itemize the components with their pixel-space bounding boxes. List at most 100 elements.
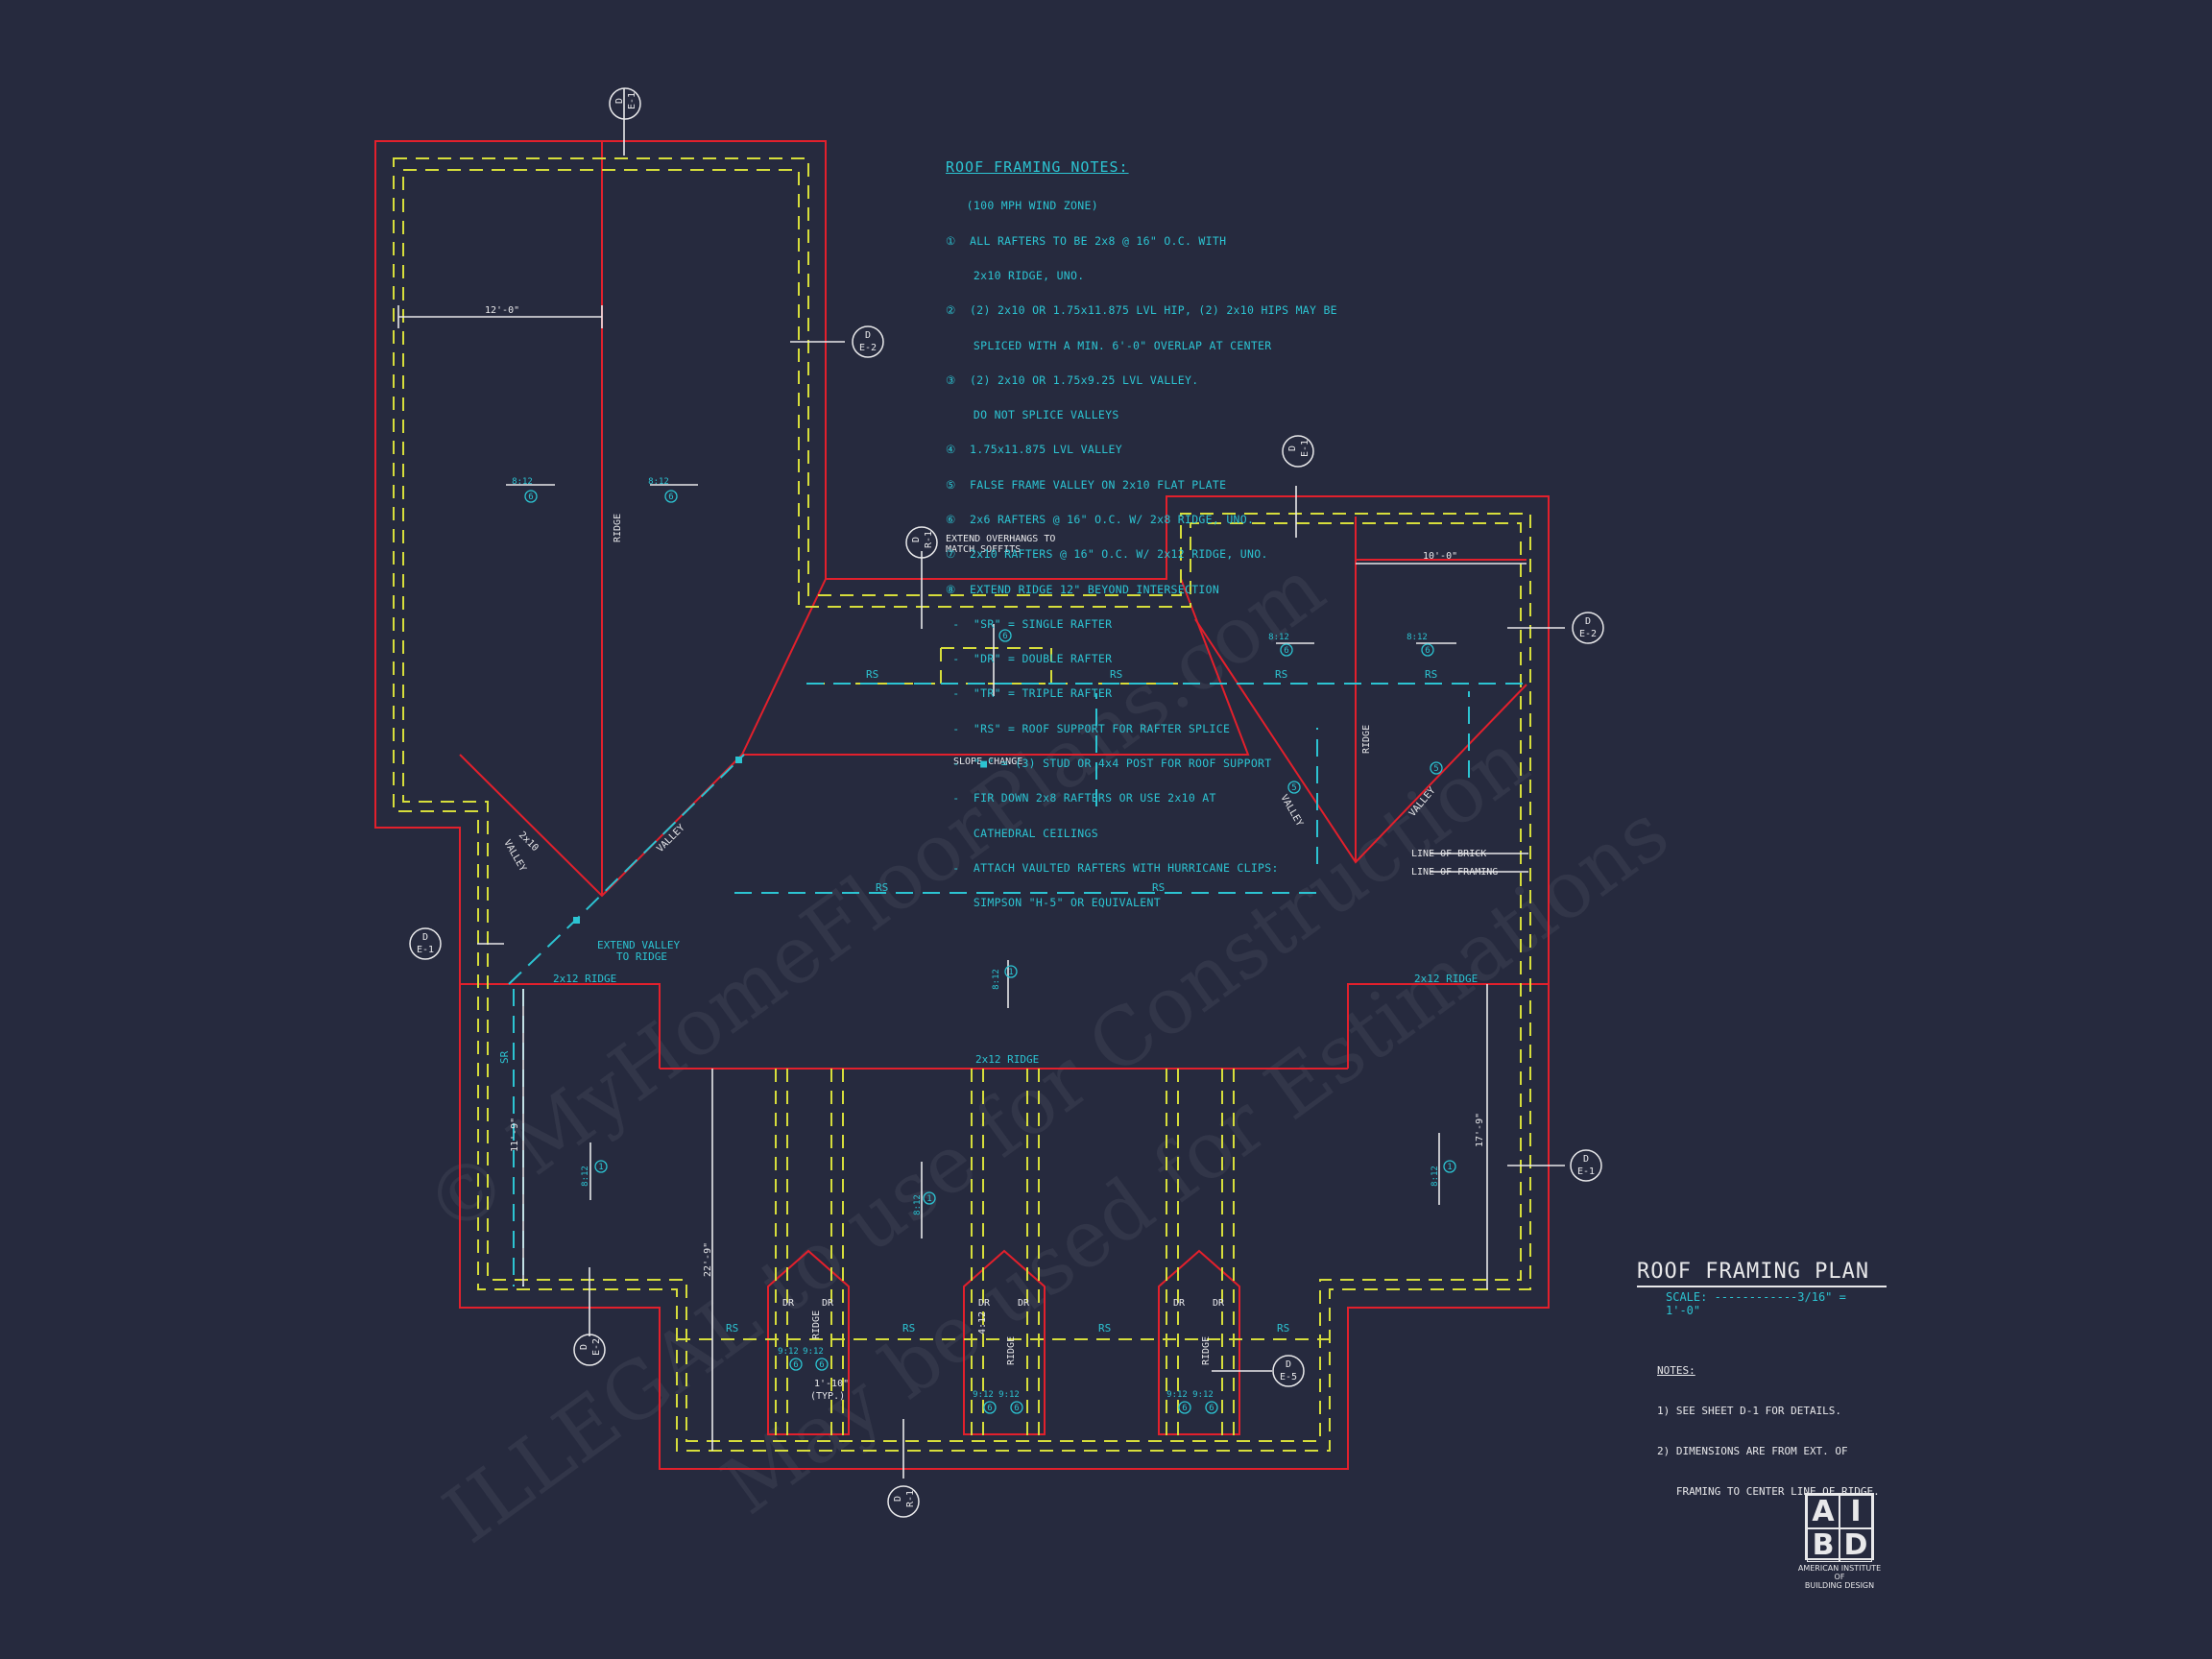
svg-text:D: D — [1585, 616, 1591, 627]
pitch-tag: 6 — [998, 629, 1012, 642]
svg-text:5: 5 — [1433, 764, 1438, 774]
svg-text:D: D — [579, 1344, 589, 1350]
dim-4-12-label: 4:12 — [977, 1311, 988, 1334]
dr-label: DR — [1213, 1298, 1225, 1309]
section-marks: D E-1 D E-2 D E-1 D R-1 D E-2 D E-1 — [409, 87, 1604, 1518]
rs-label: RS — [866, 668, 878, 681]
section-mark: D E-1 — [409, 927, 442, 960]
note-line: ⑤ FALSE FRAME VALLEY ON 2x10 FLAT PLATE — [946, 477, 1227, 492]
rs-label: RS — [902, 1322, 915, 1334]
svg-text:6: 6 — [1425, 646, 1430, 656]
pitch-tag: 8:12 6 — [512, 477, 538, 503]
svg-text:D: D — [911, 537, 922, 542]
ridge-2x12-right — [1347, 983, 1549, 1069]
ridge-2x12-left — [460, 983, 661, 1069]
note-line: ⑦ 2x10 RAFTERS @ 16" O.C. W/ 2x12 RIDGE,… — [946, 547, 1268, 562]
logo-caption-2: OF — [1834, 1573, 1845, 1581]
svg-text:9:12: 9:12 — [973, 1390, 994, 1400]
note-line: CATHEDRAL CEILINGS — [946, 826, 1098, 840]
logo-caption-3: BUILDING DESIGN — [1804, 1581, 1875, 1590]
dimension-lines — [397, 88, 1565, 1479]
logo-caption-1: AMERICAN INSTITUTE — [1797, 1564, 1882, 1573]
section-mark: D E-1 — [609, 87, 641, 120]
dim-10-0: 10'-0" — [1423, 551, 1457, 562]
typ-note: (TYP.) — [810, 1391, 845, 1402]
general-note-line: 1) SEE SHEET D-1 FOR DETAILS. — [1657, 1405, 1842, 1417]
section-mark: D E-2 — [573, 1334, 606, 1366]
dormer-3 — [1158, 1249, 1240, 1435]
general-notes-title: NOTES: — [1657, 1364, 1695, 1377]
note-line: ① ALL RAFTERS TO BE 2x8 @ 16" O.C. WITH — [946, 233, 1227, 248]
rs-label: RS — [1152, 881, 1165, 894]
pitch-tag: 9:12 6 — [803, 1347, 829, 1371]
svg-text:8:12: 8:12 — [1268, 633, 1289, 642]
note-line: - "■" = (3) STUD OR 4x4 POST FOR ROOF SU… — [946, 756, 1272, 770]
slope-change-label: SLOPE CHANGE — [953, 757, 1022, 767]
pitch-tag: 8:12 1 — [1431, 1160, 1456, 1187]
dim-17-9: 17'-9" — [1475, 1113, 1485, 1147]
note-line: ④ 1.75x11.875 LVL VALLEY — [946, 443, 1122, 457]
pitch-tag: 5 — [1430, 761, 1443, 775]
svg-text:6: 6 — [819, 1360, 824, 1370]
dormer-ridge-label: RIDGE — [811, 1310, 822, 1339]
svg-text:1: 1 — [598, 1163, 603, 1172]
plan-scale: SCALE: ------------3/16" = 1'-0" — [1666, 1290, 1846, 1317]
aibd-logo: A I B D AMERICAN INSTITUTE OF BUILDING D… — [1793, 1493, 1886, 1590]
note-line: 2x10 RIDGE, UNO. — [946, 269, 1085, 283]
svg-text:E-2: E-2 — [859, 343, 877, 353]
dr-label: DR — [1018, 1298, 1030, 1309]
pitch-tag: 8:12 6 — [1268, 633, 1293, 657]
svg-text:E-5: E-5 — [1280, 1372, 1297, 1382]
section-mark: D E-2 — [1572, 612, 1604, 644]
rs-label: RS — [1098, 1322, 1111, 1334]
roof-framing-notes-title: ROOF FRAMING NOTES: — [946, 158, 1129, 177]
svg-text:1: 1 — [926, 1194, 931, 1204]
note-line: - "SR" = SINGLE RAFTER — [946, 616, 1113, 631]
section-mark: D E-5 — [1272, 1355, 1305, 1387]
ridge-2x12-center-label: 2x12 RIDGE — [975, 1053, 1039, 1066]
pitch-tags: 8:12 6 8:12 6 6 8:12 6 8:12 6 5 5 8:12 1… — [512, 477, 1456, 1414]
hip-left — [740, 578, 1250, 756]
dr-labels: DR DR DR DR DR DR RIDGE RIDGE RIDGE — [782, 1298, 1225, 1365]
svg-text:E-1: E-1 — [417, 945, 434, 955]
svg-text:6: 6 — [668, 493, 673, 502]
dim-12-0: 12'-0" — [485, 305, 519, 316]
aibd-logo-mark: A I B D — [1805, 1493, 1874, 1562]
rs-label: RS — [1425, 668, 1437, 681]
svg-text:8:12: 8:12 — [512, 477, 533, 487]
pitch-tag: 8:12 1 — [913, 1191, 936, 1215]
svg-text:6: 6 — [1002, 632, 1007, 641]
dormer-1 — [767, 1249, 850, 1435]
section-mark: D E-2 — [852, 325, 884, 358]
svg-text:E-1: E-1 — [1300, 440, 1310, 457]
note-line: SIMPSON "H-5" OR EQUIVALENT — [946, 896, 1161, 910]
svg-text:D: D — [1583, 1154, 1589, 1165]
section-mark: D E-1 — [1570, 1149, 1602, 1182]
pitch-tag: 8:12 1 — [581, 1160, 608, 1187]
svg-text:9:12: 9:12 — [998, 1390, 1020, 1400]
svg-text:8:12: 8:12 — [648, 477, 669, 487]
pitch-tag: 5 — [1287, 781, 1301, 794]
general-note-line: 2) DIMENSIONS ARE FROM EXT. OF — [1657, 1445, 1848, 1457]
roof-framing-notes: ROOF FRAMING NOTES: (100 MPH WIND ZONE) … — [946, 138, 1337, 920]
plan-title-block: ROOF FRAMING PLAN SCALE: ------------3/1… — [1637, 1260, 1887, 1317]
note-line: (100 MPH WIND ZONE) — [946, 199, 1098, 213]
svg-text:8:12: 8:12 — [913, 1194, 923, 1215]
section-mark: D R-1 — [887, 1485, 920, 1518]
pitch-tag: 9:12 6 — [1166, 1390, 1191, 1414]
svg-text:8:12: 8:12 — [1407, 633, 1428, 642]
note-line: - FIR DOWN 2x8 RAFTERS OR USE 2x10 AT — [946, 791, 1216, 805]
pitch-tag: 8:12 6 — [1407, 633, 1434, 657]
general-notes: NOTES: 1) SEE SHEET D-1 FOR DETAILS. 2) … — [1657, 1337, 1880, 1512]
svg-text:9:12: 9:12 — [803, 1347, 824, 1357]
note-line: ③ (2) 2x10 OR 1.75x9.25 LVL VALLEY. — [946, 373, 1199, 387]
extend-overhangs-line-1: EXTEND OVERHANGS TO — [946, 534, 1055, 544]
note-line: - "DR" = DOUBLE RAFTER — [946, 652, 1113, 666]
svg-text:9:12: 9:12 — [1166, 1390, 1188, 1400]
framing-lines — [393, 157, 1531, 1452]
svg-text:E-1: E-1 — [627, 92, 637, 109]
note-line: - "RS" = ROOF SUPPORT FOR RAFTER SPLICE — [946, 721, 1231, 735]
pitch-tag: 9:12 6 — [1192, 1390, 1218, 1414]
dr-label: DR — [1173, 1298, 1186, 1309]
svg-text:6: 6 — [987, 1404, 992, 1413]
